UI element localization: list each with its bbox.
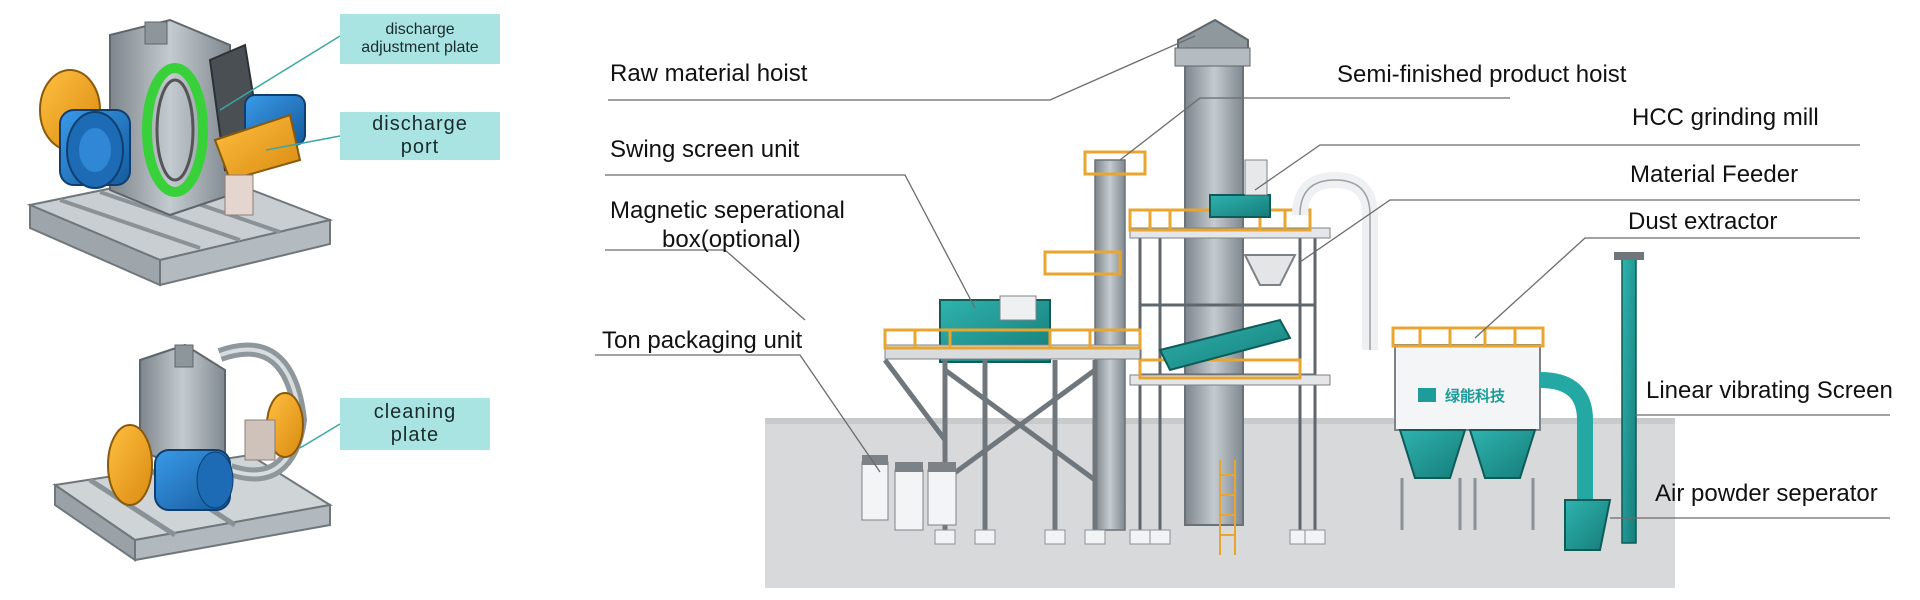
grinding-mill-top-render [26, 18, 341, 287]
callout-text: discharge port [372, 113, 468, 158]
grinding-mill-bottom-render [52, 342, 341, 562]
label-magnetic-box-line2: box(optional) [662, 226, 801, 253]
callout-cleaning-plate: cleaning plate [340, 398, 490, 450]
callout-discharge-adjustment-plate: discharge adjustment plate [340, 14, 500, 64]
collector-sign: 绿能科技 [1445, 387, 1506, 405]
production-line-illustration: 绿能科技 [595, 18, 1890, 588]
callout-text: cleaning plate [373, 401, 457, 446]
label-magnetic-box-line1: Magnetic seperational [610, 197, 845, 224]
label-raw-material-hoist: Raw material hoist [610, 60, 808, 87]
label-air-powder-seperator: Air powder seperator [1655, 480, 1878, 507]
callout-discharge-port: discharge port [340, 112, 500, 160]
label-hcc-grinding-mill: HCC grinding mill [1632, 104, 1819, 131]
ton-packaging-unit-drawing [861, 455, 957, 531]
label-swing-screen-unit: Swing screen unit [610, 136, 800, 163]
label-material-feeder: Material Feeder [1630, 161, 1799, 188]
label-ton-packaging-unit: Ton packaging unit [602, 327, 803, 354]
callout-text: discharge adjustment plate [361, 20, 479, 56]
label-semi-finished-product-hoist: Semi-finished product hoist [1337, 61, 1627, 88]
label-linear-vibrating-screen: Linear vibrating Screen [1646, 377, 1893, 404]
label-dust-extractor: Dust extractor [1628, 208, 1778, 235]
brand-logo-mark [1418, 388, 1436, 402]
